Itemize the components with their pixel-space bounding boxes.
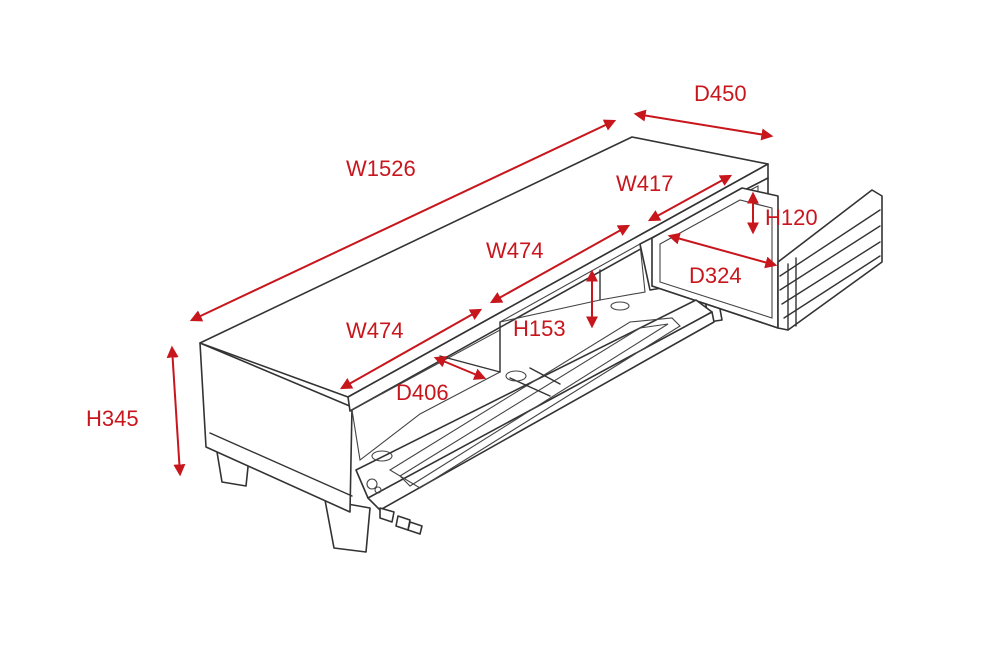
arrow-overall-depth <box>633 109 774 141</box>
arrow-center-width <box>489 224 631 304</box>
arrow-overall-width <box>189 119 617 322</box>
label-left-width: W474 <box>346 318 403 343</box>
label-drawer-width: W417 <box>616 171 673 196</box>
label-drawer-height: H120 <box>765 205 818 230</box>
dimension-labels: W1526 D450 H345 W417 H120 D324 W474 H153… <box>86 81 818 431</box>
arrow-left-width <box>339 308 483 390</box>
dimension-arrows <box>166 109 778 477</box>
label-overall-depth: D450 <box>694 81 747 106</box>
arrow-inner-depth <box>433 356 487 380</box>
label-overall-width: W1526 <box>346 156 416 181</box>
label-overall-height: H345 <box>86 406 139 431</box>
furniture-drawing <box>199 136 883 553</box>
drop-down-door <box>355 299 715 535</box>
label-center-width: W474 <box>486 238 543 263</box>
side-panel-left <box>199 342 353 513</box>
label-inner-depth: D406 <box>396 380 449 405</box>
arrow-overall-height <box>166 345 186 477</box>
leg-front-center <box>324 499 371 553</box>
drawer-front <box>777 189 883 331</box>
label-inner-height: H153 <box>513 316 566 341</box>
label-drawer-depth: D324 <box>689 263 742 288</box>
arrow-drawer-depth <box>667 232 778 269</box>
arrow-drawer-width <box>647 174 733 222</box>
